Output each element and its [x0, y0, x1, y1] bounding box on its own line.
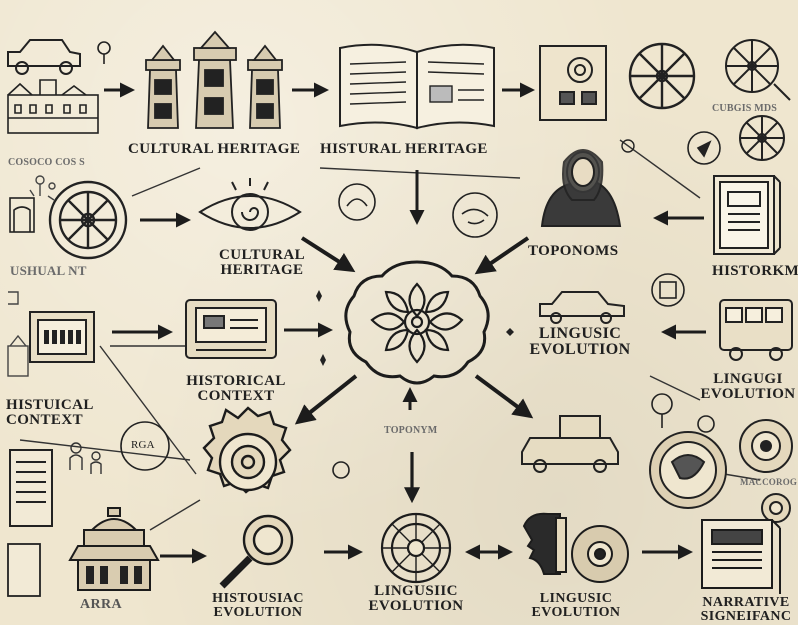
- badge-icon: [621, 139, 635, 153]
- open-book-icon: [339, 43, 495, 130]
- label-historical-context: HISTORICAL CONTEXT: [186, 373, 286, 405]
- label-narrative-significance: NARRATIVE SIGNEIFANC: [700, 595, 792, 625]
- temple-icon: [68, 507, 160, 591]
- emblem-icon: [651, 273, 685, 307]
- car-icon: [539, 291, 625, 324]
- central-mandala-icon: [344, 260, 490, 385]
- truck-icon: [521, 415, 619, 473]
- arrow-diagonal: [294, 374, 358, 425]
- emblem-icon: [332, 461, 350, 479]
- label-rga-badge: RGA: [131, 439, 155, 451]
- coin-icon: [452, 192, 498, 238]
- label-cultural-heritage-top: CULTURAL HERITAGE: [128, 141, 301, 157]
- emblem-icon: [338, 183, 376, 221]
- label-histural-heritage: HISTURAL HERITAGE: [320, 141, 488, 157]
- label-text: HISTORICAL CONTEXT: [186, 373, 286, 405]
- seal-icon: [571, 525, 629, 583]
- wheel-icon: [739, 115, 785, 161]
- label-text: LINGUSIC EVOLUTION: [529, 325, 631, 359]
- wheel-icon: [48, 180, 128, 260]
- arrow-diagonal: [474, 374, 534, 419]
- rga-badge-icon: [120, 421, 170, 471]
- label-linguistic-evolution-center: LINGUSIC EVOLUTION: [529, 325, 631, 359]
- gear-icon: [761, 493, 791, 523]
- label-histousiac-evolution: HISTOUSIAC EVOLUTION: [212, 591, 304, 621]
- head-profile-icon: [522, 512, 567, 575]
- map-pin-icon: [97, 41, 111, 64]
- car-icon: [7, 39, 81, 75]
- label-linguistic-evolution-bottom: LINGUSIIC EVOLUTION: [368, 583, 464, 615]
- wheel-icon: [628, 42, 696, 110]
- gear-icon: [202, 406, 292, 494]
- book-icon: [701, 519, 781, 594]
- document-icon: [9, 449, 53, 527]
- town-icon: [7, 79, 99, 134]
- label-historkm: HISTORKM: [712, 263, 798, 279]
- sparkle-icons: [316, 290, 514, 366]
- figures-icon: [29, 175, 56, 201]
- label-faint-left-top: COSOCO COS S: [8, 157, 85, 168]
- compass-wheel-icon: [380, 512, 452, 584]
- emblem-book-icon: [539, 45, 607, 121]
- framed-picture-icon: [29, 311, 95, 363]
- doorway-icon: [9, 197, 35, 233]
- monitor-icon: [185, 299, 277, 359]
- seal-icon: [649, 431, 727, 509]
- eye-icon: [198, 178, 302, 231]
- badge-icon: [8, 291, 19, 305]
- label-text: HISTOUSIAC EVOLUTION: [212, 591, 304, 621]
- figures-icon: [69, 442, 102, 474]
- label-faint-right-top: CUBGIS MDS: [712, 103, 778, 114]
- label-text: LINGUGI EVOLUTION: [700, 371, 796, 403]
- label-text: HISTUICAL CONTEXT: [6, 397, 94, 429]
- compass-icon: [687, 131, 721, 165]
- label-text: CULTURAL HERITAGE: [218, 247, 306, 279]
- label-toponym-faint: TOPONYM: [384, 425, 438, 436]
- magnifier-icon: [219, 514, 294, 589]
- label-text: LINGUSIIC EVOLUTION: [368, 583, 464, 615]
- label-cultural-heritage-mid: CULTURAL HERITAGE: [218, 247, 306, 279]
- wheel-icon: [725, 39, 791, 101]
- framed-picture-icon: [7, 543, 41, 597]
- connector-lines: [19, 139, 761, 531]
- label-text: NARRATIVE SIGNEIFANC: [700, 595, 792, 625]
- town-icon: [7, 334, 29, 377]
- arrow-diagonal: [300, 236, 356, 273]
- map-pin-icon: [651, 393, 715, 433]
- label-linguistic-evolution-bottom-right: LINGUSIC EVOLUTION: [531, 591, 621, 621]
- arrow-diagonal: [474, 236, 530, 275]
- woman-portrait-icon: [540, 149, 622, 227]
- towers-icon: [145, 30, 283, 129]
- label-toponoms: TOPONOMS: [528, 243, 619, 259]
- label-faint-right-mid: MACCOROG: [740, 477, 798, 487]
- tram-icon: [719, 299, 793, 361]
- book-icon: [713, 175, 781, 255]
- label-arra: ARRA: [80, 597, 123, 612]
- gear-icon: [739, 419, 793, 473]
- label-faint-left-mid: USHUAL NT: [10, 263, 87, 278]
- label-linguistic-evolution-right: LINGUGI EVOLUTION: [700, 371, 796, 403]
- label-text: LINGUSIC EVOLUTION: [531, 591, 621, 621]
- label-histuical-context: HISTUICAL CONTEXT: [6, 397, 94, 429]
